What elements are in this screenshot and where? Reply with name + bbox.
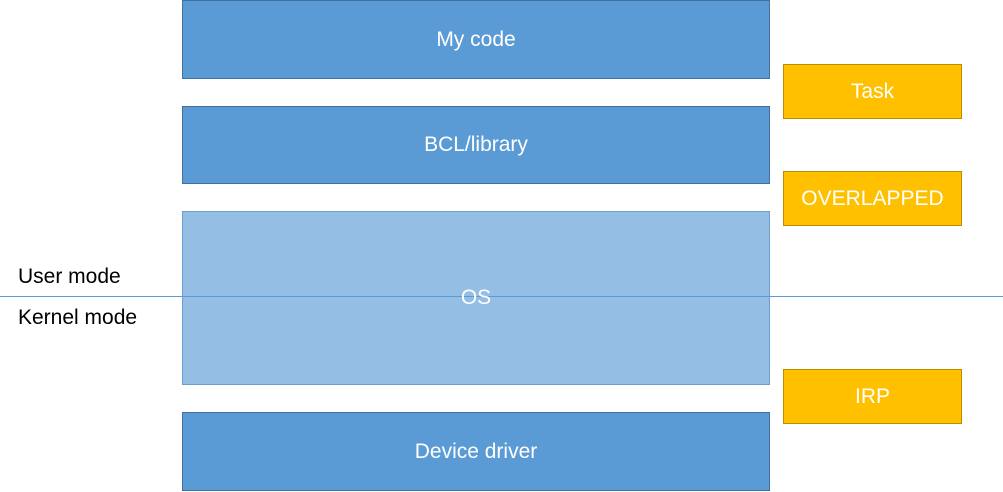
tag-task-label: Task xyxy=(850,79,895,103)
layer-device-driver: Device driver xyxy=(182,412,770,491)
layer-device-driver-label: Device driver xyxy=(414,439,538,463)
tag-overlapped-label: OVERLAPPED xyxy=(801,186,944,210)
layer-bcl-library: BCL/library xyxy=(182,106,770,184)
layer-bcl-library-label: BCL/library xyxy=(424,133,528,156)
tag-task: Task xyxy=(783,64,962,119)
tag-irp: IRP xyxy=(783,369,962,424)
layer-my-code-label: My code xyxy=(436,27,516,51)
user-mode-label: User mode xyxy=(18,265,121,288)
tag-overlapped: OVERLAPPED xyxy=(783,171,962,226)
kernel-mode-label: Kernel mode xyxy=(18,306,138,329)
layer-my-code: My code xyxy=(182,0,770,79)
layer-os-label: OS xyxy=(460,286,492,309)
layer-os: OS xyxy=(182,211,770,385)
tag-irp-label: IRP xyxy=(854,384,890,408)
